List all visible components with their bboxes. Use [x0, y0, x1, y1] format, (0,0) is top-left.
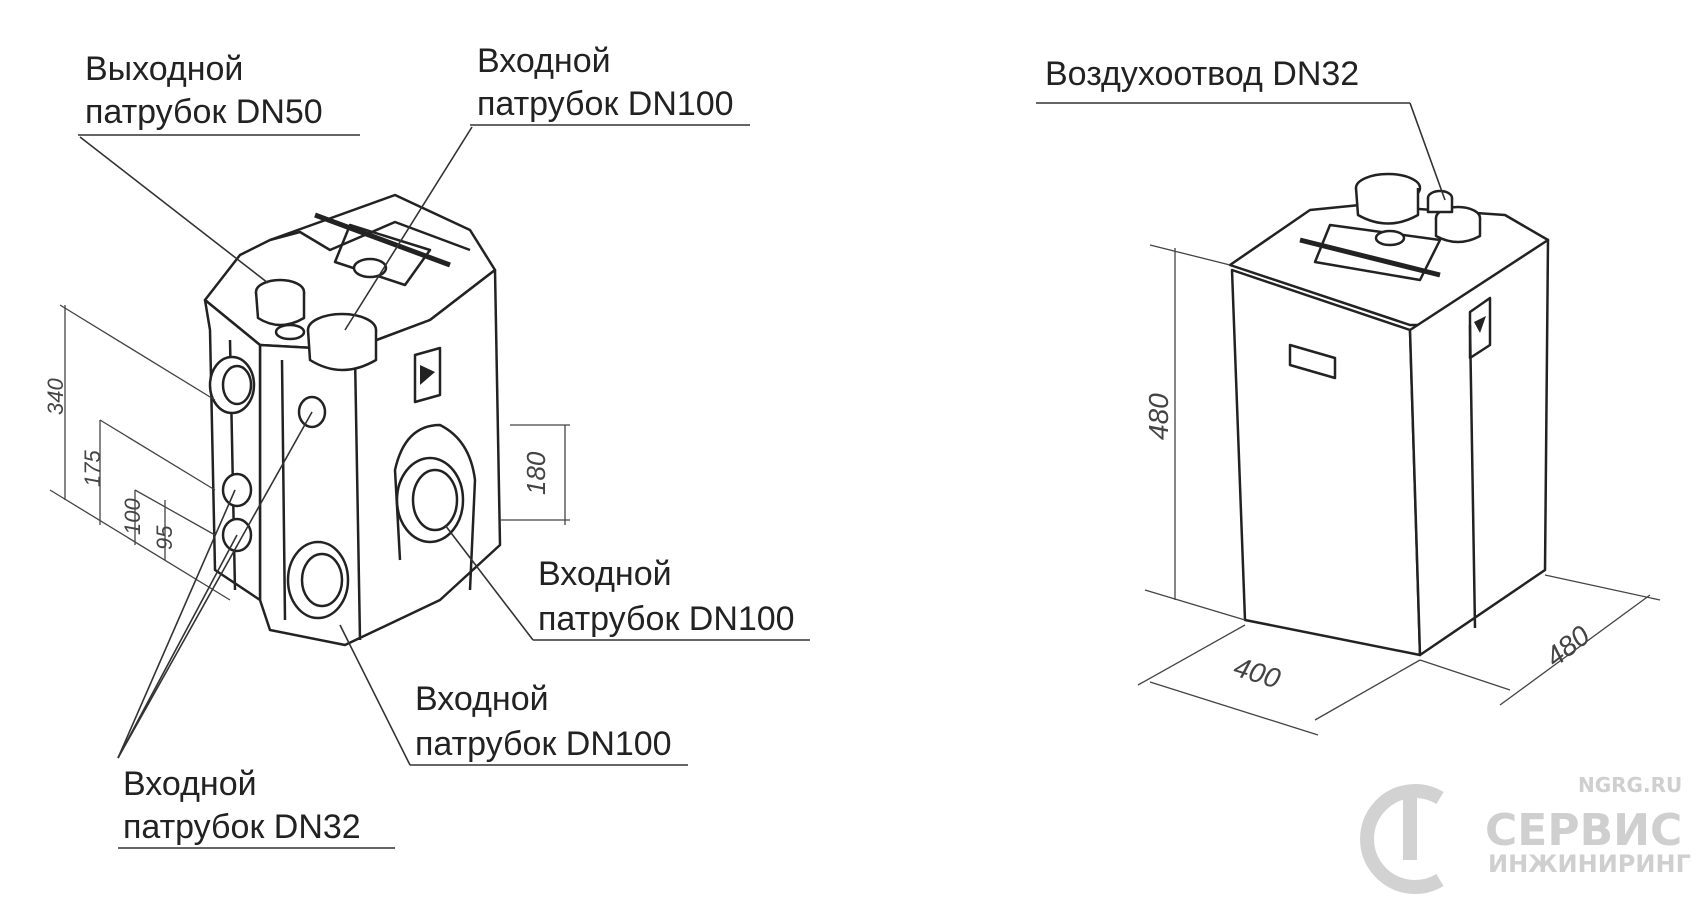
callout-inlet-dn100-bottom-line2: патрубок DN100	[415, 725, 672, 763]
left-leader-lines	[78, 124, 810, 849]
dim-depth-480: 480	[1540, 619, 1596, 672]
callout-inlet-dn100-bottom-line1: Входной	[415, 680, 549, 718]
callout-inlet-dn100-side-line1: Входной	[538, 555, 672, 593]
callout-inlet-dn100-top-line2: патрубок DN100	[477, 85, 734, 123]
callout-outlet-dn50-line1: Выходной	[85, 50, 243, 88]
right-pump-station	[1228, 172, 1550, 657]
watermark-logo-icon	[1360, 784, 1444, 894]
right-dimension-lines	[1137, 244, 1661, 736]
callout-outlet-dn50-line2: патрубок DN50	[85, 93, 323, 131]
dim-340: 340	[43, 378, 68, 415]
callout-inlet-dn100-top-line1: Входной	[477, 42, 611, 80]
watermark: NGRG.RU СЕРВИС ИНЖИНИРИНГ	[1360, 773, 1691, 894]
callout-inlet-dn100-side-line2: патрубок DN100	[538, 600, 795, 638]
left-pump-station	[203, 193, 502, 647]
dim-height-480: 480	[1143, 393, 1174, 440]
right-callout: Воздухоотвод DN32	[1036, 55, 1446, 201]
watermark-site: NGRG.RU	[1578, 773, 1682, 797]
left-dimension-labels: 340 175 100 95 180	[43, 378, 551, 550]
dim-width-400: 400	[1230, 651, 1284, 694]
left-dimension-lines	[49, 304, 570, 601]
air-vent-leader	[1036, 102, 1446, 201]
callout-air-vent: Воздухоотвод DN32	[1045, 55, 1359, 93]
dim-175: 175	[80, 450, 105, 487]
callout-inlet-dn32-line2: патрубок DN32	[123, 808, 361, 846]
dim-180: 180	[521, 451, 551, 495]
watermark-brand: СЕРВИС	[1485, 805, 1682, 856]
left-callouts: Выходной патрубок DN50 Входной патрубок …	[85, 42, 795, 846]
watermark-sub: ИНЖИНИРИНГ	[1488, 850, 1691, 878]
callout-inlet-dn32-line1: Входной	[123, 765, 257, 803]
dim-95: 95	[152, 525, 177, 550]
dim-100: 100	[120, 498, 145, 535]
